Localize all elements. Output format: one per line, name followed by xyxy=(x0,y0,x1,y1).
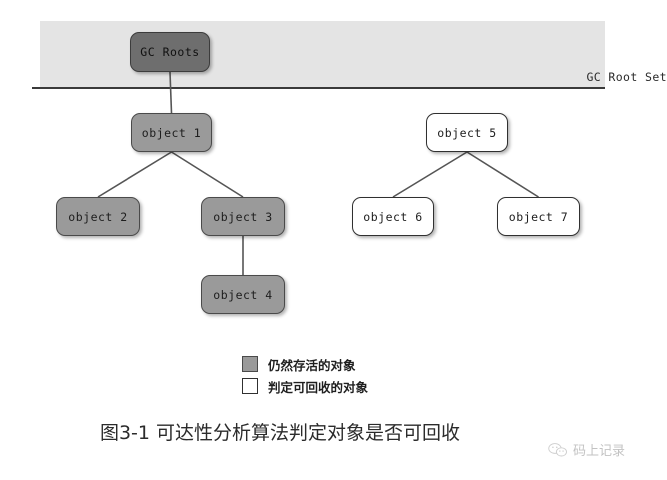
wechat-icon xyxy=(548,442,568,458)
node-object-1: object 1 xyxy=(131,113,212,152)
node-gc-roots: GC Roots xyxy=(130,32,210,72)
edge-object-5-to-object-6 xyxy=(392,151,468,198)
node-object-2: object 2 xyxy=(56,197,140,236)
legend-swatch-dead-icon xyxy=(242,378,258,394)
edge-object-1-to-object-3 xyxy=(171,151,244,198)
watermark: 码上记录 xyxy=(548,440,625,459)
node-object-4: object 4 xyxy=(201,275,285,314)
edge-object-5-to-object-7 xyxy=(466,151,539,198)
gc-root-set-label: GC Root Set xyxy=(586,70,667,84)
node-object-6: object 6 xyxy=(352,197,434,236)
edge-object-1-to-object-2 xyxy=(97,151,172,198)
node-label: GC Roots xyxy=(140,45,200,59)
node-object-5: object 5 xyxy=(426,113,508,152)
node-label: object 4 xyxy=(213,287,273,302)
legend: 仍然存活的对象 判定可回收的对象 xyxy=(242,353,368,397)
figure-caption: 图3-1 可达性分析算法判定对象是否可回收 xyxy=(99,422,461,444)
legend-swatch-alive-icon xyxy=(242,356,258,372)
legend-label-alive: 仍然存活的对象 xyxy=(268,357,356,373)
node-label: object 2 xyxy=(68,209,128,224)
node-label: object 3 xyxy=(213,209,273,224)
node-label: object 5 xyxy=(437,125,497,140)
gc-root-set-band xyxy=(40,21,605,87)
node-object-3: object 3 xyxy=(201,197,285,236)
node-label: object 6 xyxy=(363,209,423,224)
node-label: object 1 xyxy=(141,125,202,140)
watermark-text: 码上记录 xyxy=(573,444,626,459)
legend-label-dead: 判定可回收的对象 xyxy=(268,379,369,395)
legend-item-alive: 仍然存活的对象 xyxy=(242,353,368,375)
gc-root-set-divider xyxy=(32,87,605,89)
node-label: object 7 xyxy=(508,209,569,224)
legend-item-dead: 判定可回收的对象 xyxy=(242,375,368,397)
node-object-7: object 7 xyxy=(497,197,580,236)
